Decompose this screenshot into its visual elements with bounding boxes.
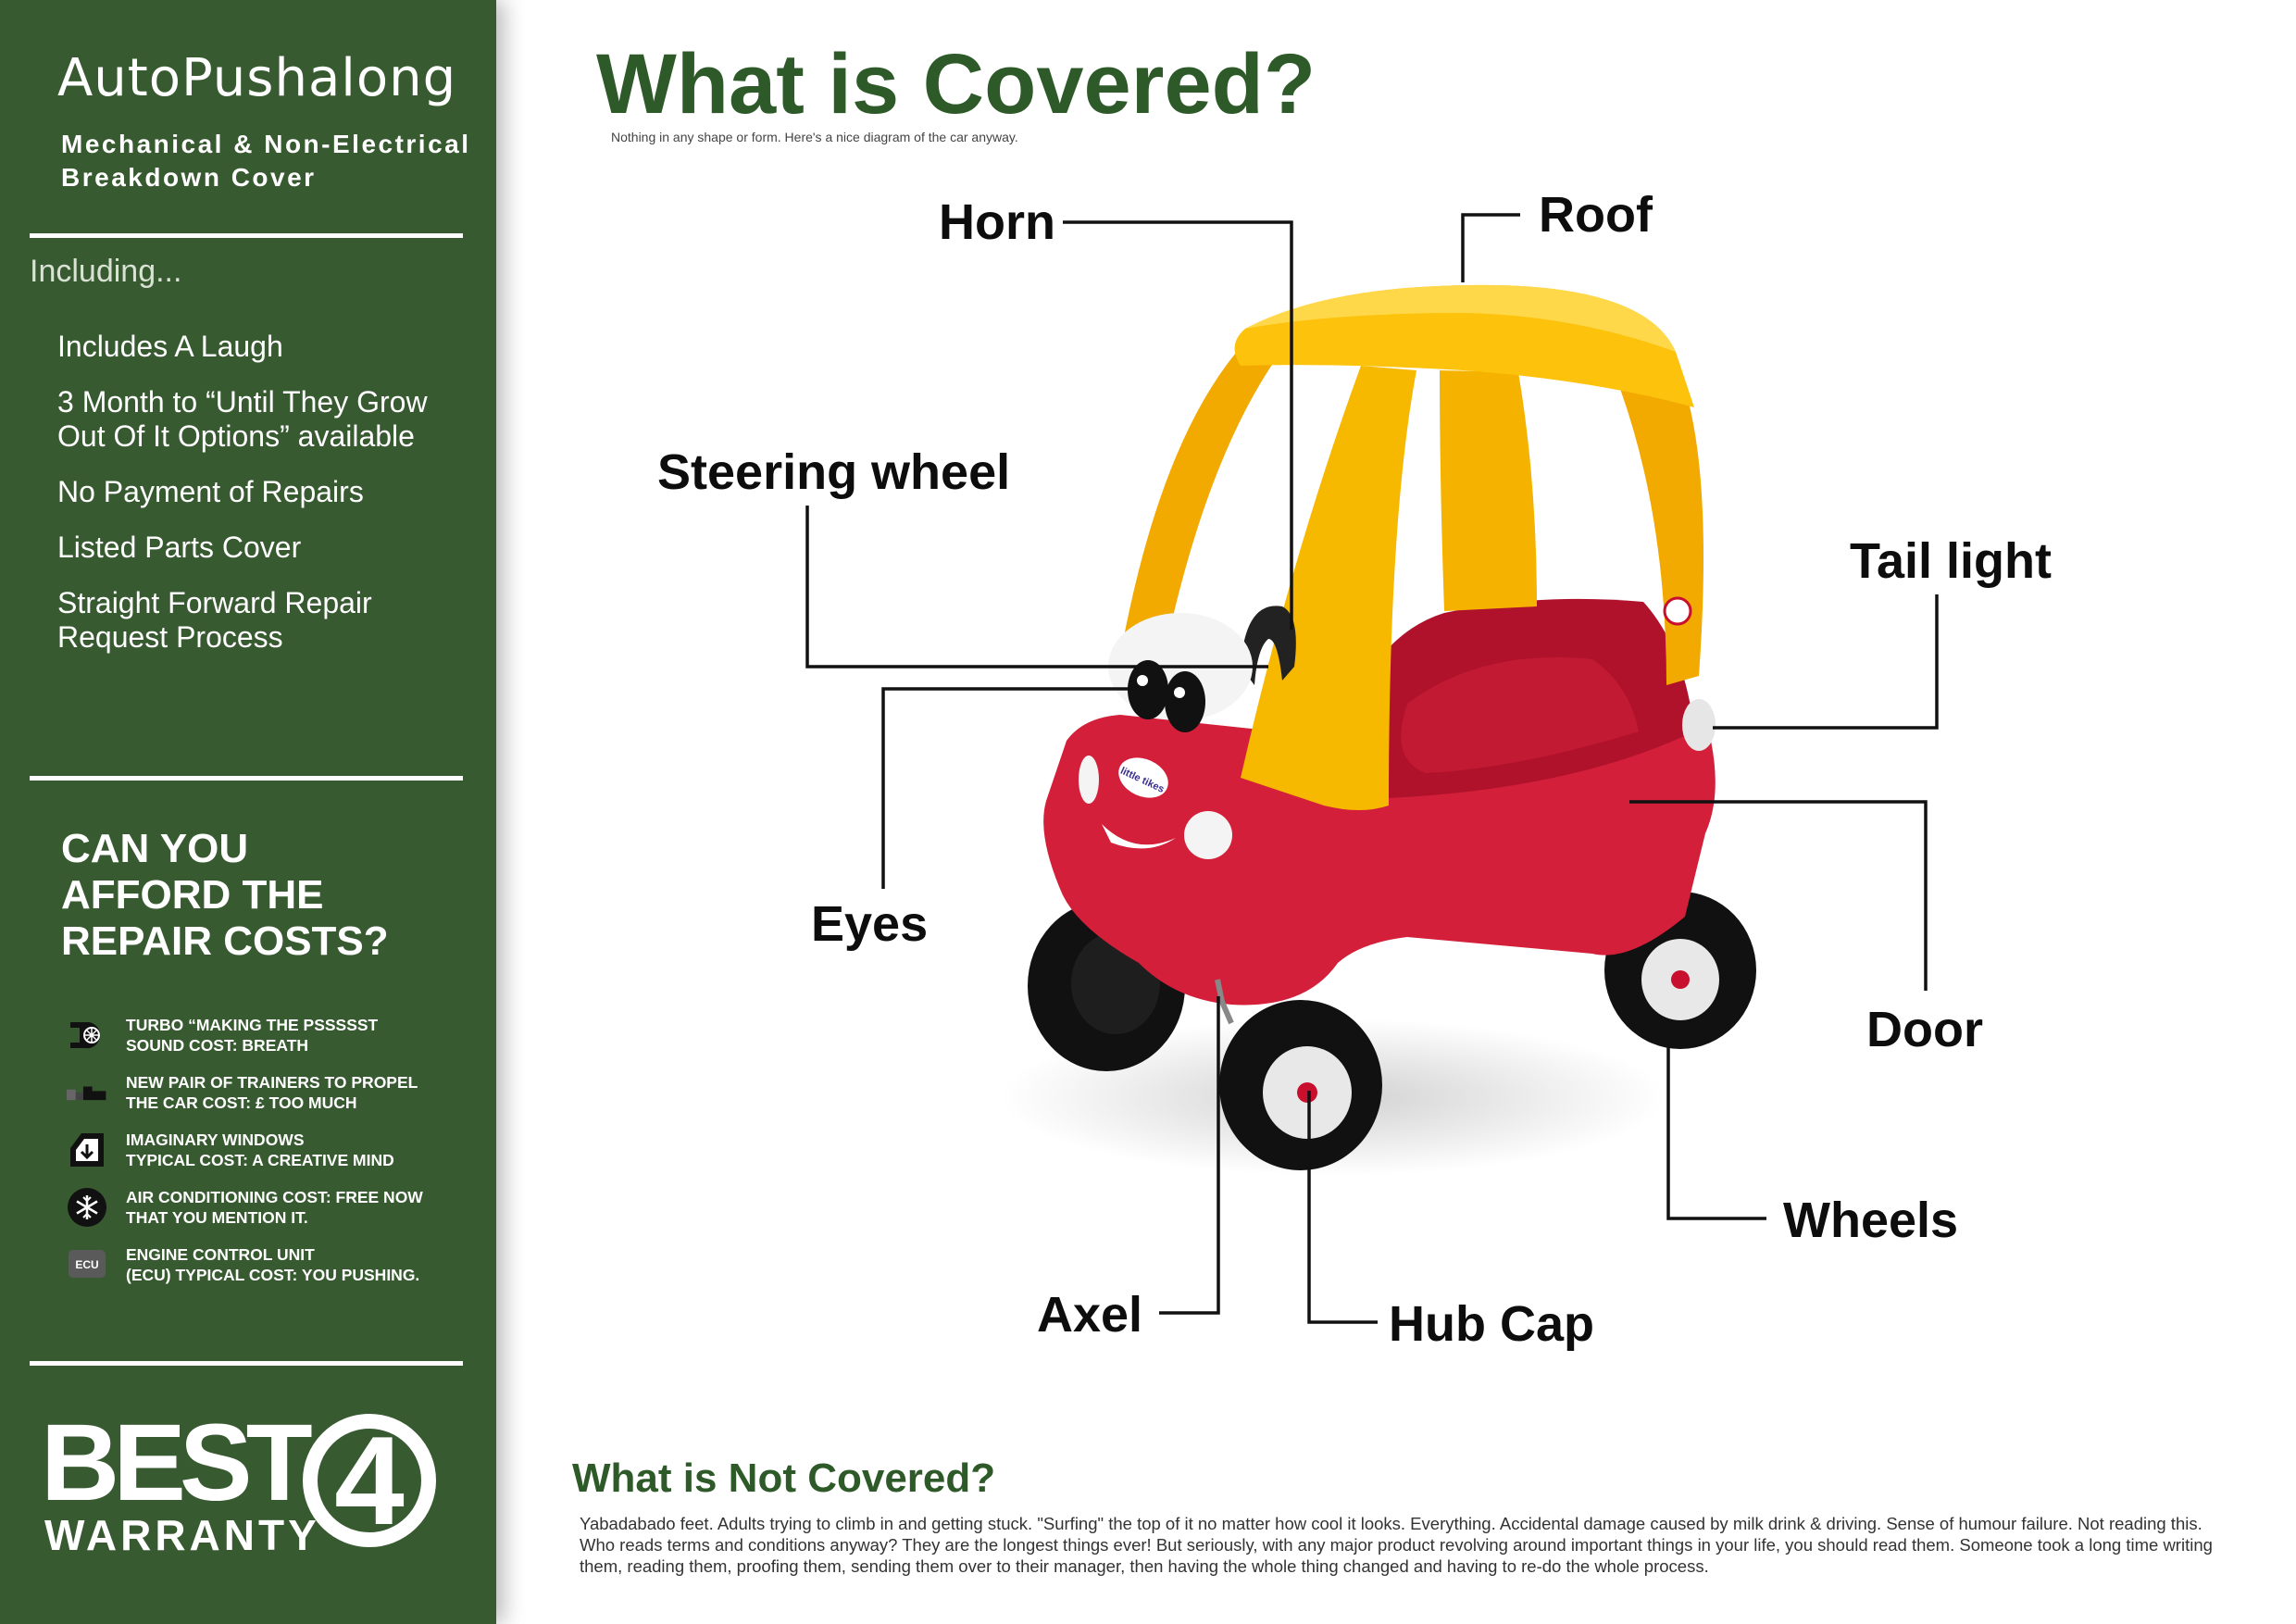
- roof-highlight: [1245, 284, 1676, 352]
- car-badge: [1118, 757, 1168, 798]
- cost-item: AIR CONDITIONING COST: FREE NOW THAT YOU…: [65, 1187, 472, 1244]
- feature-item: No Payment of Repairs: [57, 475, 364, 508]
- divider: [30, 776, 463, 781]
- cover-subtitle: Mechanical & Non-Electrical Breakdown Co…: [61, 128, 487, 194]
- headlight: [1079, 756, 1099, 804]
- best4warranty-logo: BEST WARRANTY 4: [41, 1402, 448, 1559]
- trainers-icon: [67, 1086, 106, 1101]
- tail-light: [1682, 699, 1716, 751]
- front-wheel: [1219, 1000, 1382, 1170]
- front-left-pillar: [1118, 347, 1278, 667]
- cover-subtitle-line2: Breakdown Cover: [61, 163, 317, 192]
- hub-cap-line: [1307, 1091, 1378, 1324]
- axle-rod: [1215, 979, 1234, 1025]
- car-seat: [1401, 657, 1639, 773]
- label-hub-cap: Hub Cap: [1389, 1296, 1594, 1352]
- cost-line: THAT YOU MENTION IT.: [126, 1208, 308, 1227]
- label-wheels: Wheels: [1783, 1193, 1958, 1248]
- cost-line: THE CAR COST: £ TOO MUCH: [126, 1093, 357, 1112]
- car-diagram: little tikes Horn Roof Steering wheel Ta…: [657, 187, 2052, 1352]
- car-illustration: little tikes: [1000, 284, 1756, 1176]
- right-eye: [1165, 671, 1205, 732]
- cost-line: (ECU) TYPICAL COST: YOU PUSHING.: [126, 1266, 420, 1284]
- tail-light-line: [1713, 594, 1939, 730]
- feature-item: 3 Month to “Until They Grow Out Of It Op…: [57, 385, 428, 453]
- rear-badge: [1663, 596, 1692, 626]
- cost-item: NEW PAIR OF TRAINERS TO PROPEL THE CAR C…: [65, 1072, 472, 1130]
- page-title: What is Covered?: [596, 37, 1316, 131]
- label-tail-light: Tail light: [1850, 533, 2052, 589]
- axel-line: [1159, 996, 1220, 1315]
- feature-item: Straight Forward Repair Request Process: [57, 586, 372, 654]
- eyes-line: [881, 687, 1148, 889]
- label-steering-wheel: Steering wheel: [657, 444, 1010, 500]
- door-line: [1629, 800, 1928, 991]
- steering-line: [805, 506, 1268, 668]
- page-note: Nothing in any shape or form. Here's a n…: [611, 130, 1018, 144]
- logo-numeral: 4: [334, 1411, 405, 1550]
- wheels-line: [1666, 1046, 1766, 1220]
- label-eyes: Eyes: [811, 896, 928, 952]
- feature-list: Includes A Laugh 3 Month to “Until They …: [57, 330, 483, 676]
- cost-line: TURBO “MAKING THE PSSSSST: [126, 1016, 379, 1034]
- cost-item: IMAGINARY WINDOWS TYPICAL COST: A CREATI…: [65, 1130, 472, 1187]
- headlight: [1184, 811, 1232, 859]
- cost-list: TURBO “MAKING THE PSSSSST SOUND COST: BR…: [65, 1015, 472, 1302]
- label-horn: Horn: [939, 194, 1055, 250]
- not-covered-text: Yabadabado feet. Adults trying to climb …: [580, 1514, 2213, 1576]
- feature-item: Listed Parts Cover: [57, 531, 302, 564]
- cost-line: NEW PAIR OF TRAINERS TO PROPEL: [126, 1073, 418, 1092]
- divider: [30, 1361, 463, 1366]
- horn-line: [1063, 220, 1293, 630]
- turbo-icon: [70, 1022, 101, 1049]
- afford-heading: CAN YOU AFFORD THE REPAIR COSTS?: [61, 826, 450, 965]
- afford-heading-line2: AFFORD THE: [61, 872, 324, 918]
- logo-word-warranty: WARRANTY: [44, 1511, 320, 1559]
- cost-line: SOUND COST: BREATH: [126, 1036, 309, 1055]
- front-right-pillar: [1241, 366, 1416, 810]
- car-smile: [1102, 824, 1176, 849]
- sidebar: AutoPushalong Mechanical & Non-Electrica…: [0, 0, 496, 1624]
- cost-line: IMAGINARY WINDOWS: [126, 1131, 305, 1149]
- center-pillar: [1440, 370, 1537, 611]
- cost-item: TURBO “MAKING THE PSSSSST SOUND COST: BR…: [65, 1015, 472, 1072]
- afford-heading-line3: REPAIR COSTS?: [61, 918, 389, 964]
- ecu-icon-text: ECU: [75, 1258, 98, 1271]
- cost-line: AIR CONDITIONING COST: FREE NOW: [126, 1188, 423, 1206]
- car-body: [1043, 715, 1716, 1006]
- cost-item: ECU ENGINE CONTROL UNIT (ECU) TYPICAL CO…: [65, 1244, 472, 1302]
- logo-word-best: BEST: [41, 1402, 313, 1524]
- divider: [30, 233, 463, 238]
- afford-heading-line1: CAN YOU: [61, 826, 249, 871]
- feature-item: Includes A Laugh: [57, 330, 283, 363]
- cover-subtitle-line1: Mechanical & Non-Electrical: [61, 130, 471, 158]
- cost-line: ENGINE CONTROL UNIT: [126, 1245, 315, 1264]
- snowflake-icon: [68, 1188, 106, 1227]
- label-roof: Roof: [1539, 187, 1653, 243]
- label-axel: Axel: [1037, 1287, 1142, 1343]
- label-door: Door: [1866, 1002, 1983, 1057]
- leader-lines: [805, 213, 1939, 1324]
- brand-name: AutoPushalong: [57, 48, 457, 108]
- not-covered-title: What is Not Covered?: [572, 1455, 996, 1501]
- roof-line: [1461, 213, 1520, 282]
- ecu-icon: ECU: [69, 1250, 106, 1278]
- cost-line: TYPICAL COST: A CREATIVE MIND: [126, 1151, 394, 1169]
- window-icon: [70, 1133, 104, 1167]
- logo-circle-four: 4: [303, 1411, 436, 1550]
- including-label: Including...: [30, 254, 182, 289]
